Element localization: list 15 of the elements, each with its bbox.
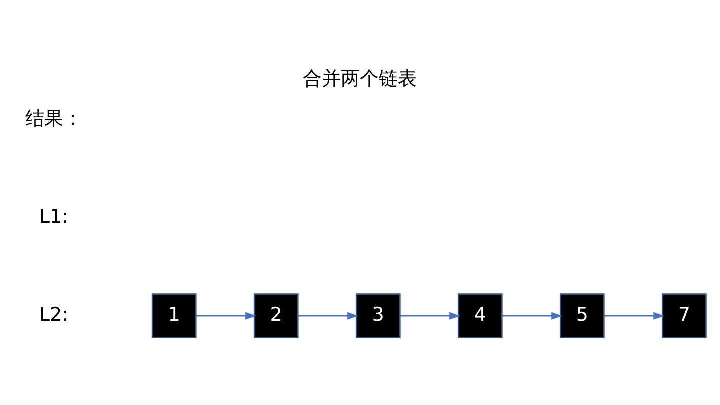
arrow <box>196 312 256 320</box>
diagram-title: 合并两个链表 <box>303 68 417 90</box>
node-box: 5 <box>560 294 605 339</box>
node-box: 3 <box>356 294 401 339</box>
node-box: 1 <box>152 294 197 339</box>
label: L1: <box>39 206 69 228</box>
node-box: 2 <box>254 294 299 339</box>
arrow <box>502 312 563 320</box>
node-box: 4 <box>458 294 503 339</box>
label: 结果： <box>25 108 82 130</box>
label: L2: <box>39 304 69 326</box>
arrow <box>604 312 665 320</box>
arrow <box>298 312 358 320</box>
arrow <box>400 312 461 320</box>
node-box: 7 <box>662 294 707 339</box>
